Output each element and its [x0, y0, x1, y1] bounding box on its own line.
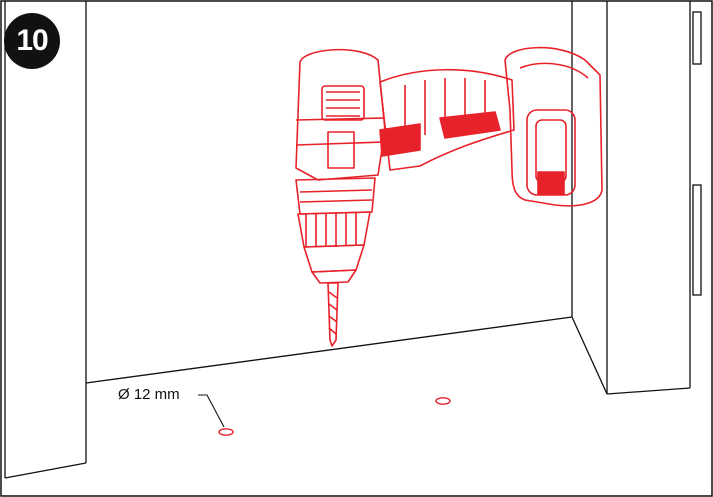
drill-hole-marker — [218, 428, 234, 436]
right-cabinet-side — [606, 1, 702, 395]
dimension-leader-line — [198, 394, 225, 428]
hole-diameter-label: Ø 12 mm — [118, 386, 180, 403]
step-number-badge: 10 — [4, 13, 60, 69]
cordless-drill-icon — [295, 46, 603, 347]
drill-hole-marker — [435, 397, 451, 405]
left-cabinet-side — [4, 1, 87, 479]
cabinet-back-wall — [85, 1, 608, 395]
